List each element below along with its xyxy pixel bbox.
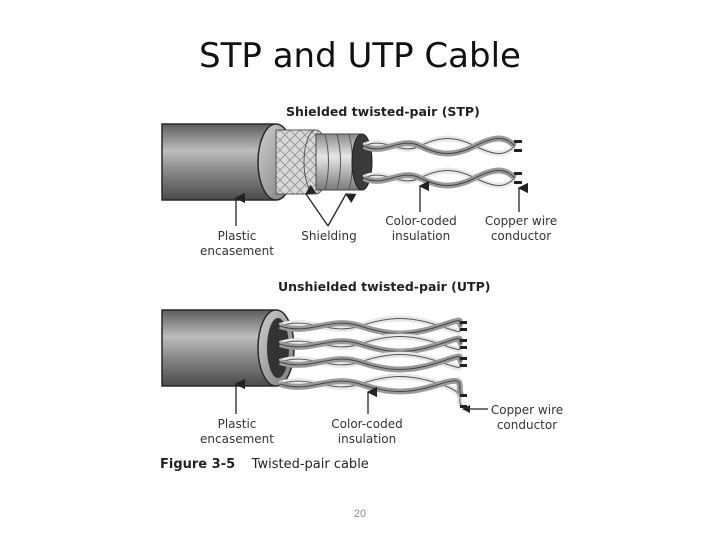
stp-color-coded-insulation-label: Color-coded insulation	[385, 214, 457, 243]
utp-cable	[161, 309, 488, 414]
stp-twisted-pairs	[362, 135, 518, 189]
page-number: 20	[353, 508, 367, 520]
figure-number: Figure 3-5	[160, 457, 236, 472]
figure-caption-text: Twisted-pair cable	[251, 457, 369, 472]
utp-heading: Unshielded twisted-pair (UTP)	[278, 279, 491, 294]
stp-plastic-encasement-label: Plastic encasement	[200, 229, 274, 258]
utp-pointers	[234, 378, 488, 414]
stp-copper-conductors	[514, 140, 522, 184]
utp-plastic-jacket	[161, 309, 275, 387]
slide-title: STP and UTP Cable	[199, 36, 521, 76]
stp-cable	[161, 123, 529, 227]
stp-pointers	[234, 180, 529, 227]
stp-shielding-label: Shielding	[301, 229, 357, 243]
stp-plastic-jacket	[161, 123, 275, 201]
utp-color-coded-insulation-label: Color-coded insulation	[331, 417, 403, 446]
figure-caption: Figure 3-5 Twisted-pair cable	[160, 457, 369, 472]
utp-copper-wire-conductor-label: Copper wire conductor	[490, 403, 564, 432]
utp-twisted-pairs	[279, 315, 465, 409]
utp-plastic-encasement-label: Plastic encasement	[200, 417, 274, 446]
stp-heading: Shielded twisted-pair (STP)	[286, 104, 480, 119]
utp-copper-conductors	[460, 321, 467, 408]
stp-copper-wire-conductor-label: Copper wire conductor	[484, 214, 558, 243]
